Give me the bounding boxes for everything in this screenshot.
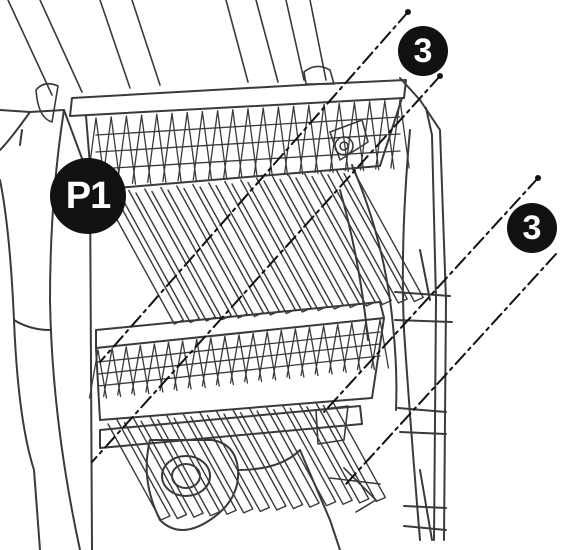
middle-basket-rim xyxy=(95,301,385,421)
step-number-badge-top: 3 xyxy=(398,26,448,76)
step-number-badge-right: 3 xyxy=(507,203,557,253)
guide-line-right-outer xyxy=(323,177,539,413)
lower-basket xyxy=(99,405,363,550)
rod-ends xyxy=(405,9,541,181)
guide-line-left-inner xyxy=(91,75,441,463)
lower-tine-rows xyxy=(107,400,387,521)
middle-basket-grid xyxy=(88,319,390,399)
part-callout-badge: P1 xyxy=(50,158,126,234)
guide-line-left-outer xyxy=(99,11,409,363)
upper-tine-rows xyxy=(103,168,424,325)
guide-line-right-inner xyxy=(345,253,557,485)
assembly-guide-lines xyxy=(91,11,557,485)
hinge-details xyxy=(315,119,381,513)
right-side-rail xyxy=(339,77,453,541)
left-side-panel xyxy=(0,109,93,550)
background-posts xyxy=(7,0,335,123)
